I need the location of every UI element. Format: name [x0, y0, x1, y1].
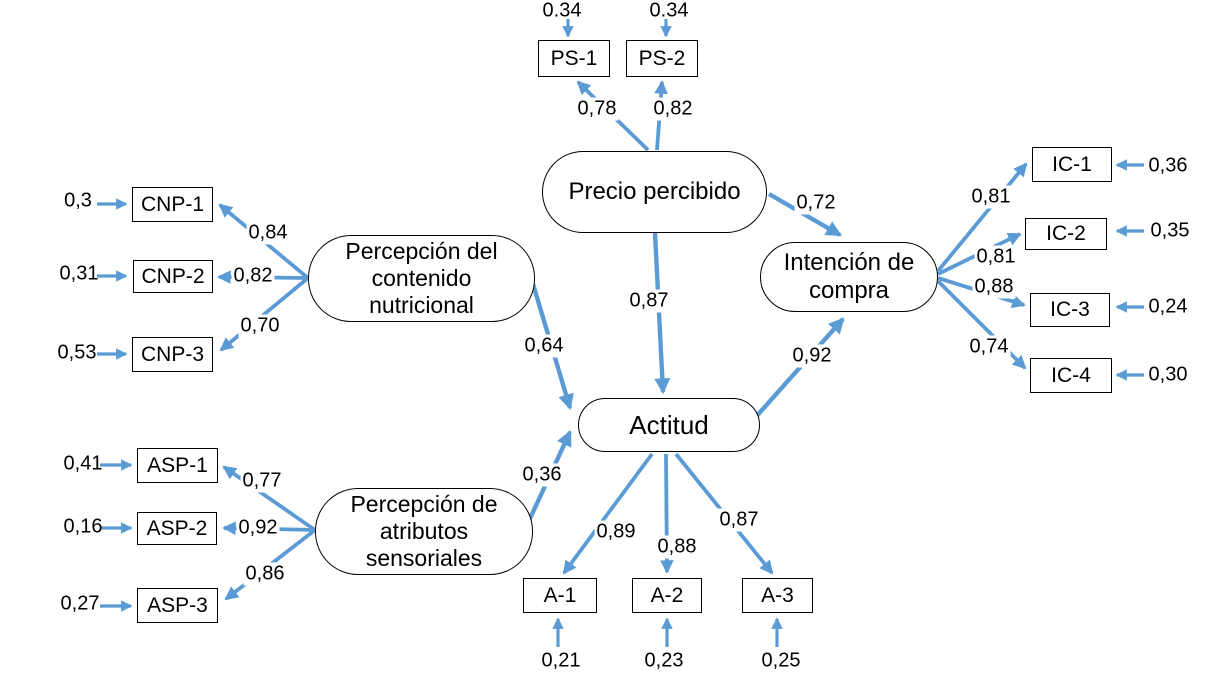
path-label-precio-to-actitud: 0,87	[627, 289, 671, 313]
latent-precio-percibido-label: Precio percibido	[568, 177, 741, 205]
loading-label-ic1: 0,81	[969, 185, 1013, 209]
loading-label-cnp2: 0,82	[231, 264, 275, 288]
latent-percepcion-atributos-sensoriales: Percepción de atributos sensoriales	[315, 488, 533, 575]
loading-label-ic2: 0,81	[974, 245, 1018, 269]
error-label-ic4: 0,30	[1148, 363, 1188, 386]
loading-label-a3: 0,87	[717, 508, 761, 532]
loading-label-a2: 0,88	[655, 535, 699, 559]
path-label-actitud-to-ic: 0,92	[790, 344, 834, 368]
indicator-ps1: PS-1	[538, 40, 610, 77]
loading-label-ps1: 0,78	[575, 97, 619, 121]
path-label-cnp-to-actitud: 0,64	[522, 334, 566, 358]
loading-label-ic4: 0,74	[967, 335, 1011, 359]
latent-intencion-de-compra-label: Intención de compra	[783, 248, 915, 304]
indicator-ic1-label: IC-1	[1052, 152, 1092, 176]
path-label-precio-to-ic: 0,72	[794, 191, 838, 215]
error-label-cnp2: 0,31	[59, 262, 99, 285]
loading-label-asp1: 0,77	[240, 469, 284, 493]
indicator-asp2-label: ASP-2	[146, 516, 208, 540]
loading-arrow-ic-ic4	[936, 279, 1027, 370]
indicator-cnp3: CNP-3	[132, 337, 213, 372]
indicator-ic4: IC-4	[1030, 358, 1112, 393]
latent-actitud-label: Actitud	[629, 409, 709, 440]
indicator-ic2: IC-2	[1025, 218, 1107, 250]
loading-label-ps2: 0,82	[651, 97, 695, 121]
indicator-asp1-label: ASP-1	[147, 453, 208, 477]
path-label-asp-to-actitud: 0,36	[520, 463, 564, 487]
latent-percepcion-contenido-nutricional-label: Percepción del contenido nutricional	[345, 237, 498, 319]
indicator-a3-label: A-3	[761, 583, 794, 607]
latent-actitud: Actitud	[578, 398, 760, 452]
indicator-cnp2: CNP-2	[133, 260, 213, 293]
loading-label-cnp1: 0,84	[246, 221, 290, 245]
indicator-asp2: ASP-2	[137, 512, 217, 545]
error-label-ps1: 0.34	[542, 0, 582, 22]
loading-label-a1: 0,89	[594, 520, 638, 544]
error-label-asp1: 0,41	[63, 452, 103, 475]
error-label-asp2: 0,16	[63, 515, 103, 538]
latent-percepcion-contenido-nutricional: Percepción del contenido nutricional	[308, 235, 535, 322]
indicator-ic3-label: IC-3	[1050, 298, 1090, 321]
error-label-a2: 0,23	[644, 649, 684, 672]
indicator-ic3: IC-3	[1030, 293, 1110, 327]
indicator-cnp2-label: CNP-2	[141, 264, 205, 288]
loading-label-asp2: 0,92	[236, 516, 280, 540]
error-label-asp3: 0,27	[60, 592, 100, 615]
indicator-cnp1: CNP-1	[132, 187, 213, 222]
indicator-ic1: IC-1	[1032, 147, 1112, 182]
error-label-a1: 0,21	[541, 649, 581, 672]
latent-precio-percibido: Precio percibido	[542, 151, 767, 233]
indicator-a3: A-3	[742, 578, 813, 613]
error-label-ic2: 0,35	[1150, 219, 1190, 242]
indicator-ic4-label: IC-4	[1051, 363, 1091, 387]
indicator-asp3-label: ASP-3	[147, 593, 208, 617]
indicator-asp1: ASP-1	[137, 448, 218, 483]
loading-label-cnp3: 0,70	[238, 314, 282, 338]
error-label-a3: 0,25	[761, 649, 801, 672]
error-label-ic3: 0,24	[1148, 295, 1188, 318]
error-label-cnp3: 0,53	[57, 341, 97, 364]
loading-arrow-ic-ic1	[936, 162, 1028, 273]
loading-label-asp3: 0,86	[243, 562, 287, 586]
loading-label-ic3: 0,88	[972, 275, 1016, 299]
path-arrow-precio-to-ic	[767, 192, 842, 237]
path-arrow-actitud-to-ic	[752, 317, 845, 421]
error-label-ic1: 0,36	[1148, 154, 1188, 177]
error-label-cnp1: 0,3	[64, 189, 92, 212]
latent-percepcion-atributos-sensoriales-label: Percepción de atributos sensoriales	[350, 490, 498, 572]
indicator-ps2: PS-2	[626, 40, 698, 77]
indicator-a2-label: A-2	[650, 583, 684, 607]
indicator-ic2-label: IC-2	[1046, 222, 1086, 245]
loading-arrow-asp-asp1	[222, 465, 317, 532]
indicator-cnp3-label: CNP-3	[140, 342, 204, 366]
indicator-a1: A-1	[523, 578, 597, 613]
loading-arrow-cnp-cnp3	[219, 276, 310, 352]
error-label-ps2: 0.34	[649, 0, 689, 22]
indicator-asp3: ASP-3	[137, 588, 218, 623]
path-arrow-precio-to-actitud	[652, 232, 671, 395]
indicator-a2: A-2	[632, 578, 702, 613]
loading-arrow-actitud-a1	[562, 452, 654, 575]
indicator-a1-label: A-1	[543, 583, 577, 607]
indicator-ps2-label: PS-2	[638, 46, 686, 70]
latent-intencion-de-compra: Intención de compra	[760, 242, 938, 312]
indicator-ps1-label: PS-1	[550, 46, 598, 70]
indicator-cnp1-label: CNP-1	[140, 192, 204, 216]
